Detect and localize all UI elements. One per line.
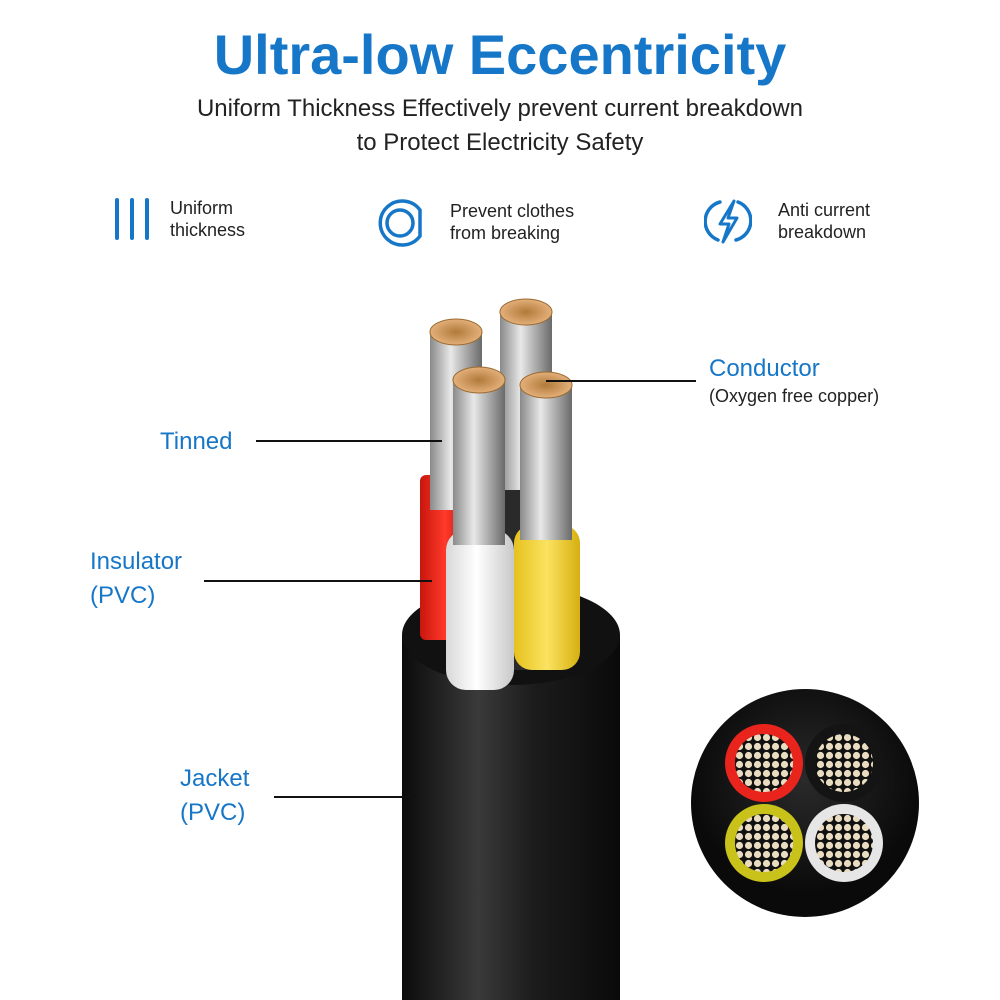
cable-illustration	[402, 298, 620, 1000]
core-black	[805, 724, 883, 802]
conductor-label: Conductor	[709, 355, 820, 382]
tinned-leader-line	[256, 440, 442, 442]
subtitle: Uniform Thickness Effectively prevent cu…	[0, 92, 1000, 160]
conductor-leader-line	[546, 380, 696, 382]
lightning-circle-icon	[704, 199, 752, 244]
cross-section-diagram	[691, 689, 919, 917]
subtitle-line-1: Uniform Thickness Effectively prevent cu…	[196, 95, 804, 122]
insulator-leader-line	[204, 580, 432, 582]
feature-text: Prevent clothes from breaking	[450, 201, 575, 243]
feature-text: Uniform thickness	[170, 198, 246, 240]
feature-prevent-breaking: Prevent clothes from breaking	[374, 196, 574, 248]
callout-insulator: Insulator (PVC)	[90, 548, 183, 609]
tinned-label: Tinned	[160, 428, 233, 455]
core-yellow	[725, 804, 803, 882]
conductor-sublabel: (Oxygen free copper)	[709, 386, 880, 406]
page-title: Ultra-low Eccentricity	[213, 23, 787, 86]
spiral-circle-icon	[378, 199, 422, 247]
callout-conductor: Conductor (Oxygen free copper)	[709, 352, 879, 407]
jacket-leader-line	[274, 796, 416, 798]
feature-anti-breakdown: Anti current breakdown	[704, 196, 870, 246]
core-white	[805, 804, 883, 882]
feature-uniform-thickness: Uniform thickness	[112, 196, 245, 242]
core-red	[725, 724, 803, 802]
subtitle-line-2: to Protect Electricity Safety	[356, 129, 644, 156]
three-bars-icon	[115, 198, 149, 240]
feature-text: Anti current breakdown	[778, 200, 871, 242]
callout-jacket: Jacket (PVC)	[180, 765, 250, 826]
